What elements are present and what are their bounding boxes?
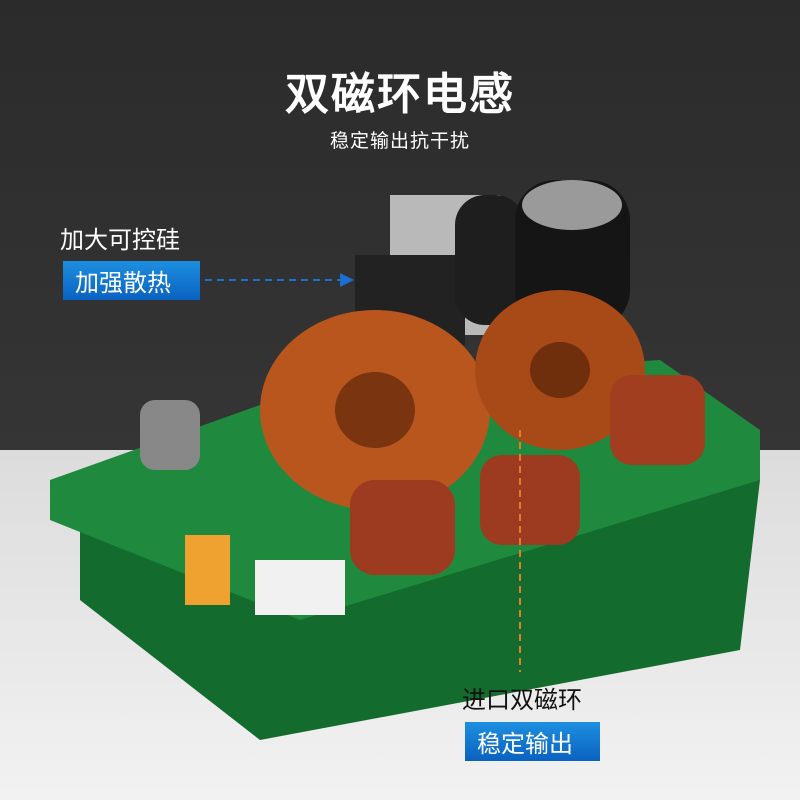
toroid-hole (530, 342, 590, 398)
page-title: 双磁环电感 (285, 69, 515, 120)
page-subtitle: 稳定输出抗干扰 (329, 130, 470, 152)
film-capacitor (350, 480, 455, 575)
capacitor-small (455, 195, 525, 325)
callout-bottom-label: 进口双磁环 (462, 686, 582, 714)
callout-left-label: 加大可控硅 (60, 226, 180, 254)
callout-bottom-badge: 稳定输出 (465, 722, 600, 761)
film-capacitor (610, 375, 705, 465)
callout-left-badge: 加强散热 (63, 261, 200, 300)
component (185, 535, 230, 605)
film-capacitor (480, 455, 580, 545)
arrow-head (340, 273, 354, 287)
capacitor-top (522, 180, 622, 230)
toroid-hole (335, 372, 415, 448)
electrolytic-capacitor (140, 400, 200, 470)
connector (255, 560, 345, 615)
